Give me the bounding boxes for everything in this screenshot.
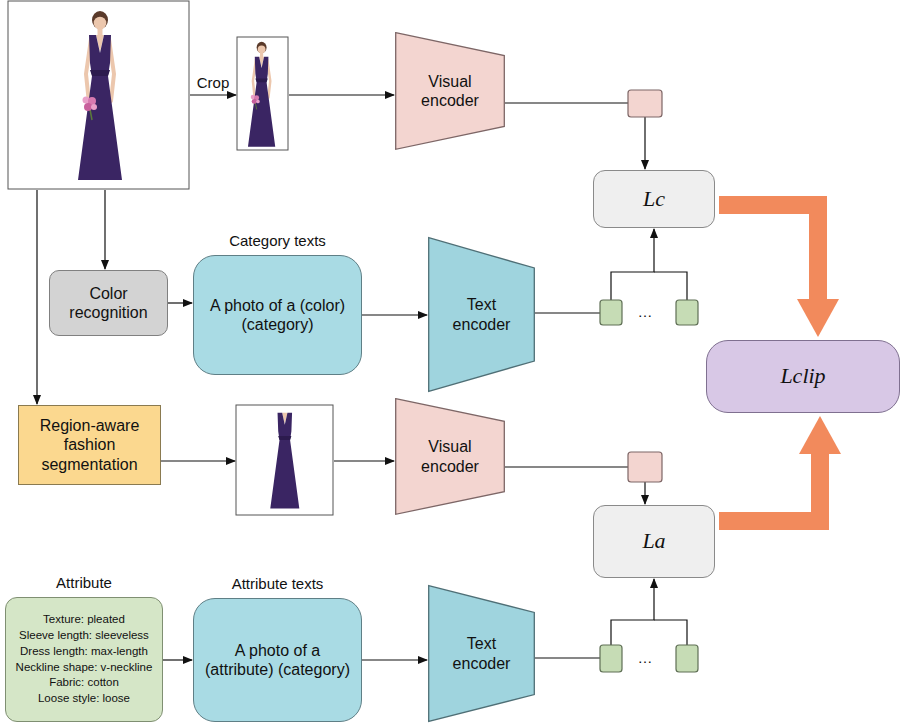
photo-frame: [8, 1, 189, 189]
ellipsis: …: [631, 303, 659, 321]
trapezoid-outline: [429, 238, 535, 392]
box-label: Text encoder: [440, 634, 524, 672]
trapezoid-outline: [396, 399, 505, 515]
loss-box: La: [593, 505, 715, 578]
segmented-dress: [270, 413, 299, 509]
loss-box: Lc: [593, 170, 715, 228]
box-label: La: [642, 528, 665, 554]
merge-bracket: [654, 620, 687, 645]
box-heading: Attribute texts: [164, 575, 391, 593]
text-body: Lclip: [780, 363, 825, 389]
trapezoid-outline: [429, 586, 535, 722]
text-body: La: [642, 528, 665, 554]
text-embedding: [676, 300, 698, 325]
box-heading: Attribute: [0, 574, 192, 592]
connector-arrow: [168, 302, 192, 303]
loss-flow-arrow: [719, 454, 820, 521]
box-label: A photo of a (color) (category): [210, 296, 346, 334]
box-label: Lclip: [780, 363, 825, 389]
text-body: A photo of a (color) (category): [210, 296, 346, 334]
text-encoder: Text encoder: [428, 237, 535, 392]
connector-arrow: [362, 659, 427, 660]
connector-arrow: [535, 579, 654, 658]
visual-encoder: Visual encoder: [395, 398, 505, 515]
text-body: Text encoder: [440, 634, 524, 672]
text-body: Region-aware fashion segmentation: [28, 416, 152, 474]
loss-flow-arrow: [719, 205, 818, 299]
trapezoid-shape: [428, 237, 535, 392]
trapezoid-outline: [396, 33, 505, 150]
flow-arrow: [190, 94, 236, 95]
text-body: Text encoder: [440, 295, 524, 333]
text-body: Texture: pleatedSleeve length: sleeveles…: [16, 612, 153, 707]
attribute-line: Fabric: cotton: [49, 675, 119, 691]
text-body: Color recognition: [59, 284, 159, 322]
merge-bracket: [654, 272, 687, 300]
segment-frame: [236, 405, 333, 515]
text-embedding: [600, 645, 622, 672]
total-loss-box: Lclip: [706, 340, 900, 413]
connector-arrow: [535, 229, 654, 313]
box-label: Visual encoder: [408, 72, 492, 110]
attribute-line: Sleeve length: sleeveless: [19, 628, 149, 644]
trapezoid-shape: [395, 398, 505, 515]
attribute-box: AttributeTexture: pleatedSleeve length: …: [5, 597, 163, 722]
visual-encoder: Visual encoder: [395, 32, 505, 150]
image-embedding: [628, 90, 662, 117]
attribute-line: Texture: pleated: [43, 612, 125, 628]
ellipsis: …: [631, 649, 659, 667]
prompt-box: Category textsA photo of a (color) (cate…: [193, 255, 362, 375]
text-embedding: [600, 300, 622, 325]
text-encoder: Text encoder: [428, 585, 535, 722]
trapezoid-shape: [428, 585, 535, 722]
box-label: Text encoder: [440, 295, 524, 333]
flow-arrow: [36, 190, 37, 404]
flow-arrow: [104, 190, 105, 269]
process-box: Region-aware fashion segmentation: [18, 405, 161, 485]
attribute-line: Neckline shape: v-neckline: [16, 660, 153, 676]
flow-arrow: [289, 94, 394, 95]
flow-arrow: [334, 460, 394, 461]
process-box: Color recognition: [49, 270, 168, 336]
text-body: Visual encoder: [408, 437, 492, 475]
box-label: Visual encoder: [408, 437, 492, 475]
attribute-line: Loose style: loose: [38, 691, 130, 707]
connector-arrow: [505, 467, 645, 504]
connector-arrow: [362, 314, 427, 315]
crop-frame: [237, 37, 288, 150]
model-photo: [78, 11, 122, 180]
box-label: Color recognition: [59, 284, 159, 322]
attribute-line: Dress length: max-length: [20, 644, 148, 660]
box-label: A photo of a (attribute) (category): [203, 641, 353, 679]
box-label: Lc: [643, 186, 665, 212]
image-embedding: [628, 452, 662, 482]
box-label: Region-aware fashion segmentation: [28, 416, 152, 474]
connector-arrow: [505, 103, 645, 169]
arrow-label: Crop: [186, 74, 240, 92]
trapezoid-shape: [395, 32, 505, 150]
cropped-photo: [248, 42, 275, 147]
prompt-box: Attribute textsA photo of a (attribute) …: [193, 598, 362, 722]
text-body: Lc: [643, 186, 665, 212]
box-heading: Category texts: [164, 232, 391, 250]
text-embedding: [676, 645, 698, 672]
text-body: Visual encoder: [408, 72, 492, 110]
flow-arrow: [159, 460, 235, 461]
connector-arrow: [163, 659, 192, 660]
text-body: A photo of a (attribute) (category): [203, 641, 353, 679]
